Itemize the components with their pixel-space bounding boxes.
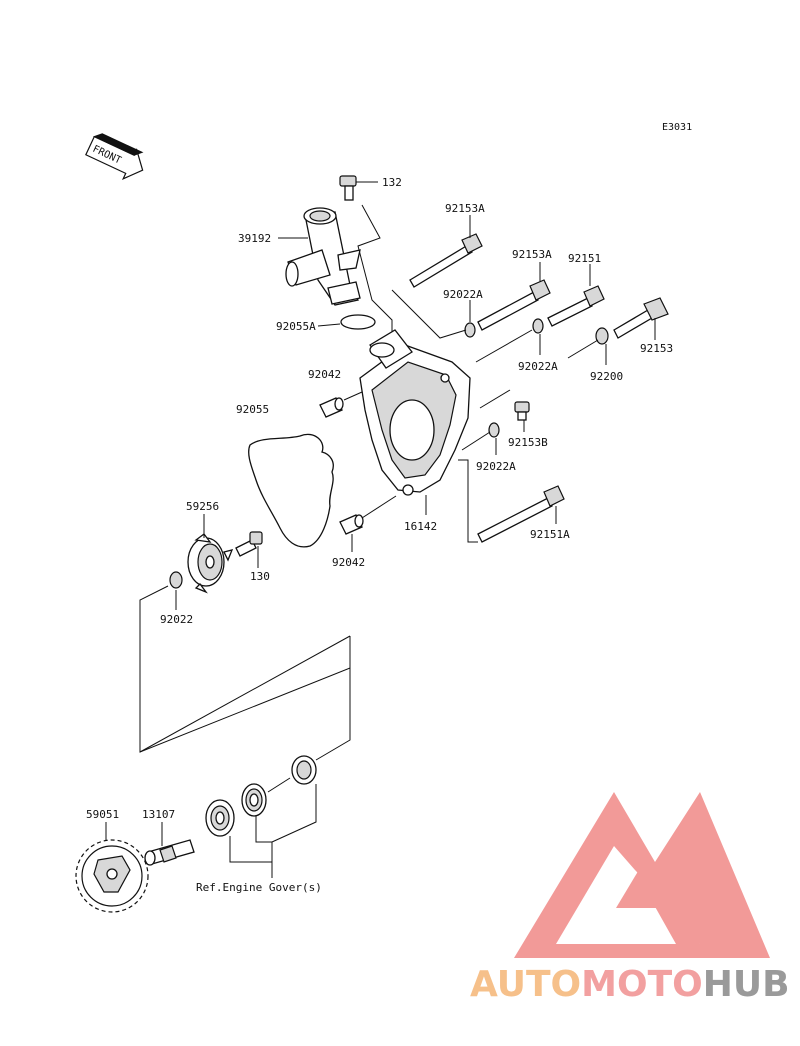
label-92022: 92022 [160, 613, 193, 626]
shaft-13107 [144, 839, 195, 866]
label-92055: 92055 [236, 403, 269, 416]
washer-92200 [595, 327, 609, 345]
hose-fitting-39192 [285, 207, 361, 306]
label-92022A-1: 92022A [443, 288, 483, 301]
washer-92022A-3 [488, 422, 500, 438]
label-92055A: 92055A [276, 320, 316, 333]
dowel-92042-1 [319, 397, 344, 418]
o-ring-92055A [340, 314, 376, 330]
dowel-92042-2 [339, 514, 364, 535]
pump-housing-16142 [359, 329, 471, 496]
label-92153B: 92153B [508, 436, 548, 449]
bolt-92153B [514, 401, 530, 421]
label-39192: 39192 [238, 232, 271, 245]
bolt-92153A-1 [409, 233, 483, 288]
bolt-92151 [547, 285, 605, 327]
label-130: 130 [250, 570, 270, 583]
label-92151A: 92151A [530, 528, 570, 541]
label-59256: 59256 [186, 500, 219, 513]
bolt-130 [235, 531, 263, 557]
label-13107: 13107 [142, 808, 175, 821]
label-92153: 92153 [640, 342, 673, 355]
label-92022A-2: 92022A [518, 360, 558, 373]
gasket-92055 [248, 433, 334, 548]
label-92042-2: 92042 [332, 556, 365, 569]
washer-92022 [169, 571, 183, 589]
label-92042-1: 92042 [308, 368, 341, 381]
label-92153A-2: 92153A [512, 248, 552, 261]
impeller-59256 [187, 533, 234, 594]
front-arrow-icon: FRONT [85, 133, 144, 180]
logo-text: AUTOMOTOHUB [470, 964, 790, 1005]
diagram-code: E3031 [662, 122, 692, 133]
label-92153A-1: 92153A [445, 202, 485, 215]
reference-note: Ref.Engine Gover(s) [196, 881, 322, 894]
bolt-132 [339, 175, 378, 201]
bolt-92151A [477, 485, 565, 543]
washer-92022A-2 [532, 318, 544, 334]
washer-92022A-1 [464, 322, 476, 338]
label-92151: 92151 [568, 252, 601, 265]
label-92022A-3: 92022A [476, 460, 516, 473]
logo-text-moto: MOTO [581, 964, 703, 1005]
bearing-2 [241, 783, 267, 817]
label-132: 132 [382, 176, 402, 189]
bearing-1 [205, 799, 235, 837]
label-92200: 92200 [590, 370, 623, 383]
label-16142: 16142 [404, 520, 437, 533]
logo-text-auto: AUTO [470, 964, 581, 1005]
bolt-92153A-2 [477, 279, 551, 331]
logo-text-hub: HUB [703, 964, 790, 1005]
bolt-92153 [613, 297, 669, 339]
automotohub-logo: AUTOMOTOHUB [470, 792, 790, 1005]
seal [291, 755, 317, 785]
gear-59051 [75, 839, 149, 913]
label-59051: 59051 [86, 808, 119, 821]
